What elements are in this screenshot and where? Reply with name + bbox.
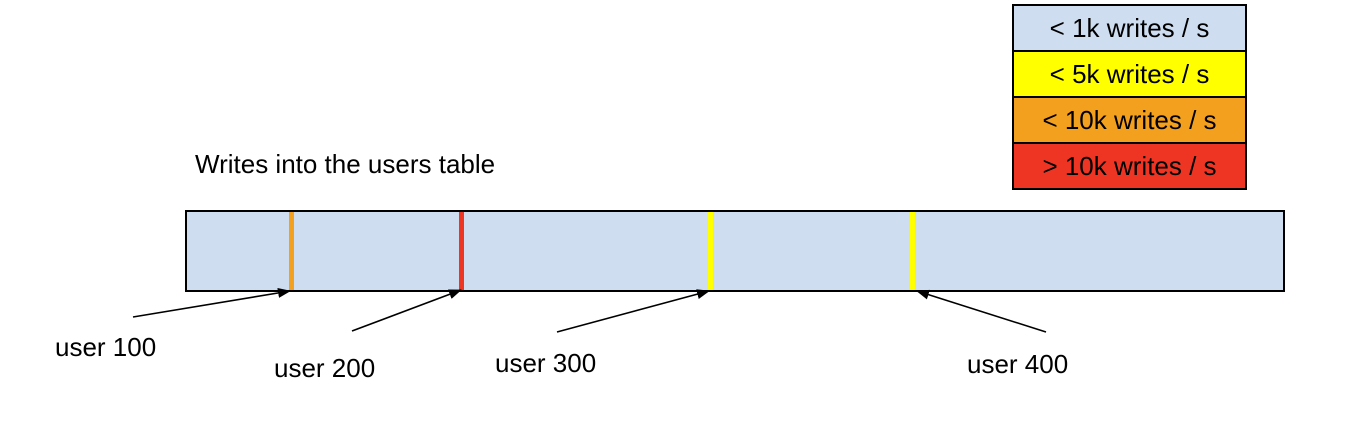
users-table-bar xyxy=(185,210,1285,292)
legend-item-lt-5k: < 5k writes / s xyxy=(1012,50,1247,98)
annotation-arrow-user-100 xyxy=(132,288,291,318)
annotation-arrow-user-400 xyxy=(916,289,1047,333)
legend-item-label: < 10k writes / s xyxy=(1042,104,1217,135)
user-400-label: user 400 xyxy=(967,349,1069,379)
user-100-label: user 100 xyxy=(55,332,157,362)
write-rate-marker-user-200 xyxy=(458,212,464,290)
annotation-arrow-user-300 xyxy=(556,289,710,333)
write-rate-marker-user-400 xyxy=(910,212,916,290)
write-rate-marker-user-300 xyxy=(708,212,714,290)
legend-item-gt-10k: > 10k writes / s xyxy=(1012,142,1247,190)
annotation-arrow-user-200 xyxy=(351,289,462,332)
write-rate-marker-user-100 xyxy=(288,212,294,290)
user-300-label: user 300 xyxy=(495,348,597,378)
legend-item-lt-10k: < 10k writes / s xyxy=(1012,96,1247,144)
legend-item-label: < 1k writes / s xyxy=(1049,12,1210,43)
legend-item-label: < 5k writes / s xyxy=(1049,58,1210,89)
diagram-title: Writes into the users table xyxy=(195,149,496,179)
legend-item-label: > 10k writes / s xyxy=(1042,150,1217,181)
legend-item-lt-1k: < 1k writes / s xyxy=(1012,4,1247,52)
legend: < 1k writes / s < 5k writes / s < 10k wr… xyxy=(1012,4,1247,190)
user-200-label: user 200 xyxy=(274,353,376,383)
